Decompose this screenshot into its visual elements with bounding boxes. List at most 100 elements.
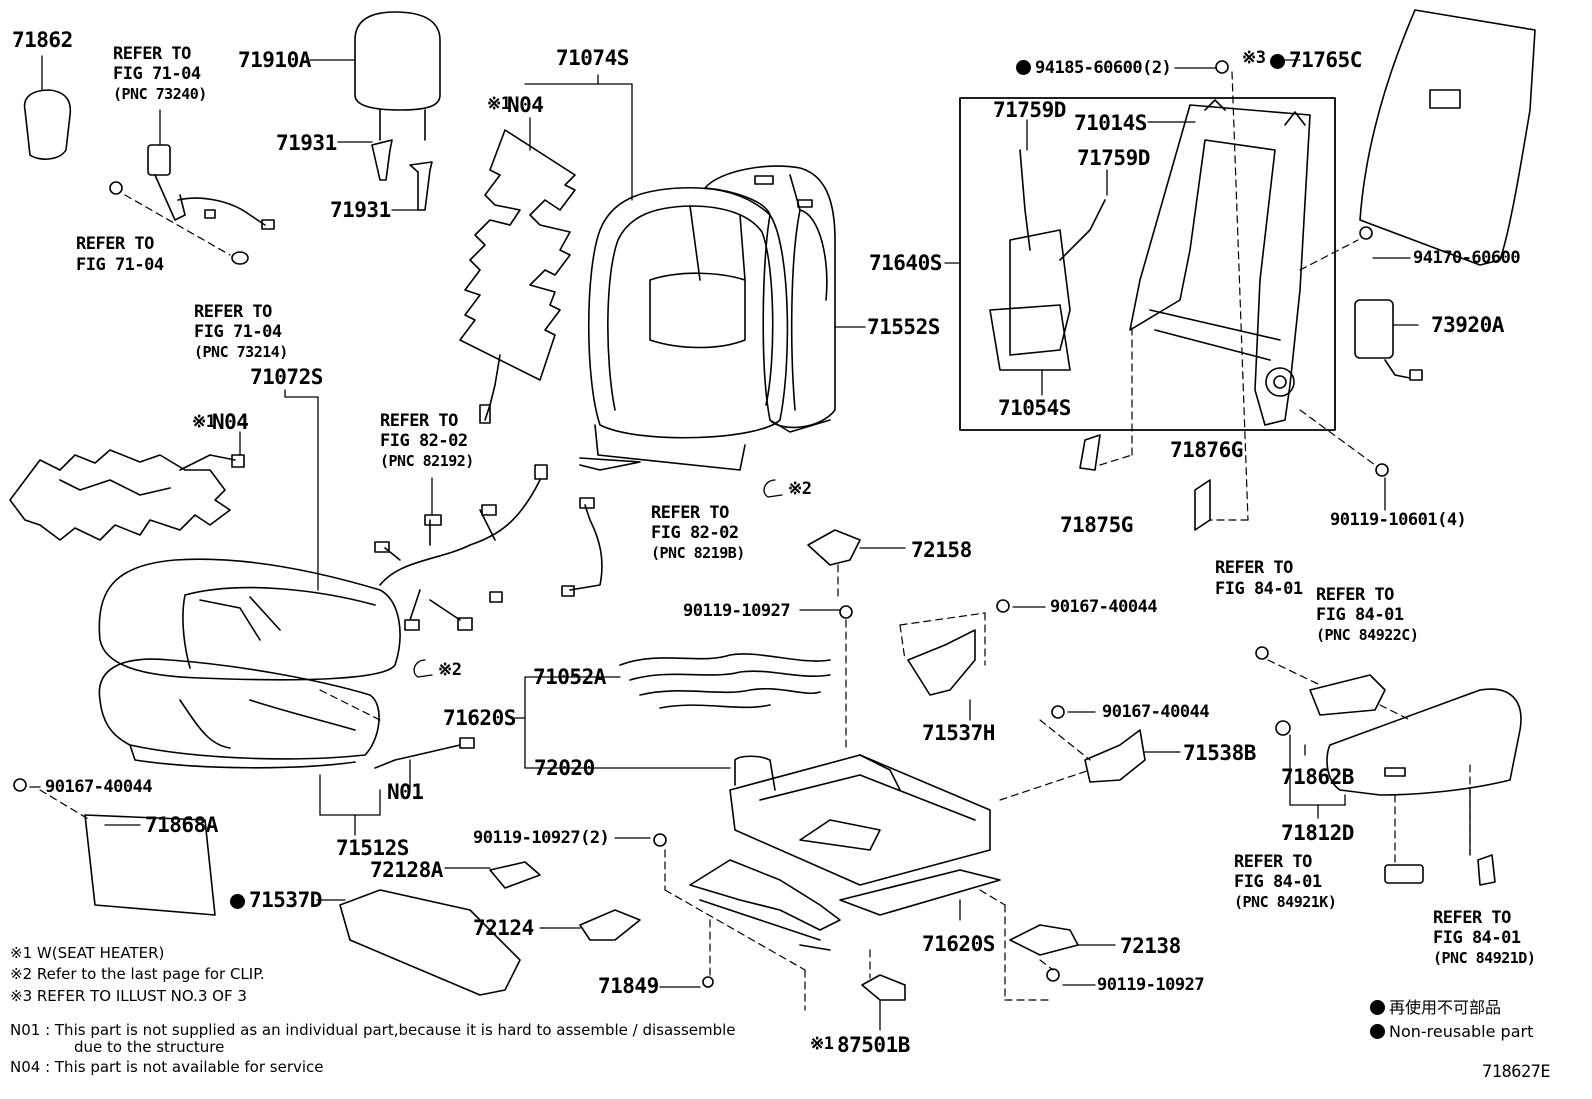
part-label: 72128A: [370, 858, 443, 882]
part-label: 71538B: [1183, 741, 1256, 765]
part-label: 71054S: [998, 396, 1071, 420]
part-label: 71537D: [230, 890, 322, 911]
clip-mark: [763, 479, 783, 498]
seat-track: [689, 859, 1001, 951]
part-label: 90119-10927(2): [473, 828, 610, 848]
part-label: 71765C: [1270, 50, 1362, 71]
part-label: 72158: [911, 538, 972, 562]
wire-harness: [374, 464, 548, 631]
part-label: 71862B: [1281, 765, 1354, 789]
cover-72128A: [489, 861, 541, 889]
legend-en: Non-reusable part: [1370, 1024, 1533, 1040]
seatback-heater-mat: [459, 129, 576, 424]
seat-belt-buckle: [109, 144, 275, 265]
part-label: 71759D: [993, 98, 1066, 122]
part-label: 90119-10927: [683, 601, 791, 621]
part-label: 71552S: [867, 315, 940, 339]
sensor-73920A: [1354, 299, 1423, 381]
switch-84922C: [1309, 674, 1386, 716]
part-label: 71759D: [1077, 146, 1150, 170]
part-label: 71812D: [1281, 821, 1354, 845]
bracket-71538B: [1084, 729, 1146, 783]
clip-mark: [413, 659, 433, 678]
non-reusable-dot: [1370, 1000, 1385, 1015]
seat-heater-wire: [374, 737, 475, 769]
seatback-board: [1359, 9, 1536, 266]
non-reusable-dot: [1370, 1024, 1385, 1039]
part-label: 71052A: [533, 665, 606, 689]
part-label: 94185-60600(2): [1016, 60, 1172, 77]
inner-shield-71537D: [339, 889, 521, 996]
part-label: 94170-60600: [1413, 248, 1521, 268]
mark-3: ※3: [1242, 48, 1266, 68]
part-label: 90119-10601(4): [1330, 510, 1467, 530]
part-label: 71931: [330, 198, 391, 222]
part-label: 73920A: [1431, 313, 1504, 337]
part-label: 71537H: [922, 721, 995, 745]
part-label: 71014S: [1074, 111, 1147, 135]
part-label: N04: [212, 410, 249, 434]
cover-71875G: [1079, 434, 1101, 471]
seat-cushion-pad: [98, 658, 380, 769]
seat-cushion-cover: [98, 558, 401, 681]
knob-84921D: [1477, 854, 1496, 886]
switch-84921K: [1384, 864, 1424, 884]
non-reusable-dot: [230, 894, 245, 909]
seatback-frame: [1129, 99, 1311, 426]
seat-frame: [729, 754, 991, 886]
part-label: 71620S: [922, 932, 995, 956]
cover-72138: [1009, 924, 1079, 956]
non-reusable-dot: [1270, 54, 1285, 69]
dashed-lines: [39, 71, 1471, 1011]
part-label: 90167-40044: [45, 777, 153, 797]
note-n04: N04 : This part is not available for ser…: [10, 1058, 324, 1076]
figure-id: 718627E: [1482, 1062, 1551, 1082]
cover-72158: [807, 529, 861, 566]
non-reusable-dot: [1016, 60, 1031, 75]
seatback-frame-box: [959, 97, 1336, 431]
connector-87501B: [861, 974, 906, 1001]
note-n01-cont: due to the structure: [74, 1038, 225, 1056]
part-label: 87501B: [837, 1033, 910, 1057]
legend-jp: 再使用不可部品: [1370, 1000, 1501, 1016]
seatback-pad: [704, 165, 836, 433]
cover-71876G: [1194, 479, 1211, 531]
part-label: 71876G: [1170, 438, 1243, 462]
part-label: 71072S: [250, 365, 323, 389]
part-label: 71074S: [556, 46, 629, 70]
part-label: 71875G: [1060, 513, 1133, 537]
note-n01: N01 : This part is not supplied as an in…: [10, 1021, 736, 1039]
cover-72124: [579, 909, 641, 941]
note-clip: ※2 Refer to the last page for CLIP.: [10, 965, 265, 983]
leader-lines: [29, 55, 1471, 1031]
part-label: 90167-40044: [1102, 702, 1210, 722]
part-label: 90119-10927: [1097, 975, 1205, 995]
bracket-71537H: [907, 629, 976, 696]
part-label: 71640S: [869, 251, 942, 275]
mark-2: ※2: [788, 479, 812, 499]
seat-heater-mat: [9, 449, 245, 541]
inner-shield-71868A: [84, 814, 216, 916]
part-label: 71862: [12, 28, 73, 52]
mark-2: ※2: [438, 660, 462, 680]
part-label: N04: [507, 93, 544, 117]
note-seat-heater: ※1 W(SEAT HEATER): [10, 944, 165, 962]
outer-side-shield: [1326, 688, 1522, 796]
part-label: 71868A: [145, 813, 218, 837]
part-label: 71931: [276, 131, 337, 155]
mark-1: ※1: [487, 94, 511, 114]
airbag-wire: [561, 497, 603, 597]
note-illust: ※3 REFER TO ILLUST NO.3 OF 3: [10, 987, 247, 1005]
fasteners: [13, 60, 1389, 988]
